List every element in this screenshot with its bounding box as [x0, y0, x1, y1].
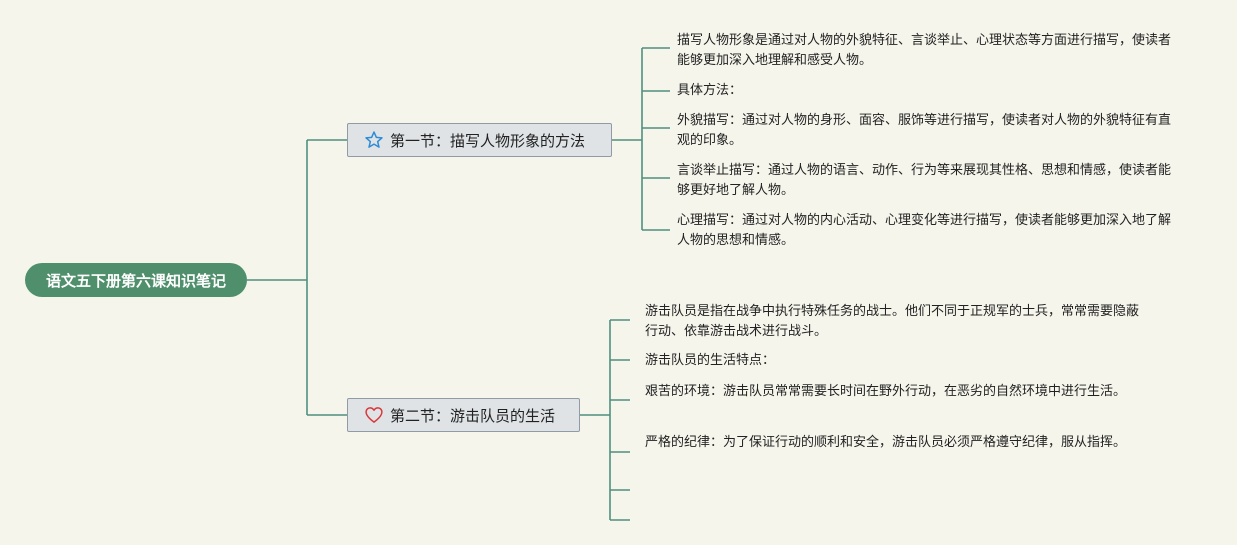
leaf-1-5[interactable]: 心理描写：通过对人物的内心活动、心理变化等进行描写，使读者能够更加深入地了解人物…	[677, 213, 1172, 248]
heart-icon	[364, 405, 384, 425]
leaf-2-5[interactable]	[645, 480, 1145, 500]
leaf-2-3[interactable]: 艰苦的环境：游击队员常常需要长时间在野外行动，在恶劣的自然环境中进行生活。	[645, 384, 1127, 399]
root-topic[interactable]: 语文五下册第六课知识笔记	[25, 263, 247, 297]
leaf-1-1[interactable]: 描写人物形象是通过对人物的外貌特征、言谈举止、心理状态等方面进行描写，使读者能够…	[677, 33, 1172, 68]
leaf-2-2[interactable]: 游击队员的生活特点：	[645, 353, 776, 368]
branch-section-2-label: 第二节：游击队员的生活	[390, 406, 556, 425]
leaf-1-3[interactable]: 外貌描写：通过对人物的身形、面容、服饰等进行描写，使读者对人物的外貌特征有直观的…	[677, 113, 1172, 148]
branch-section-2[interactable]: 第二节：游击队员的生活	[347, 398, 580, 432]
leaf-2-4[interactable]: 严格的纪律：为了保证行动的顺利和安全，游击队员必须严格遵守纪律，服从指挥。	[645, 435, 1127, 450]
star-icon	[364, 130, 384, 150]
leaf-1-4[interactable]: 言谈举止描写：通过人物的语言、动作、行为等来展现其性格、思想和情感，使读者能够更…	[677, 163, 1172, 198]
branch-section-1[interactable]: 第一节：描写人物形象的方法	[347, 123, 612, 157]
leaf-2-6[interactable]	[645, 510, 1145, 530]
branch-section-1-label: 第一节：描写人物形象的方法	[390, 131, 586, 150]
leaf-1-2[interactable]: 具体方法：	[677, 83, 743, 98]
root-topic-label: 语文五下册第六课知识笔记	[45, 271, 226, 290]
leaf-2-1[interactable]: 游击队员是指在战争中执行特殊任务的战士。他们不同于正规军的士兵，常常需要隐蔽行动…	[645, 304, 1140, 339]
